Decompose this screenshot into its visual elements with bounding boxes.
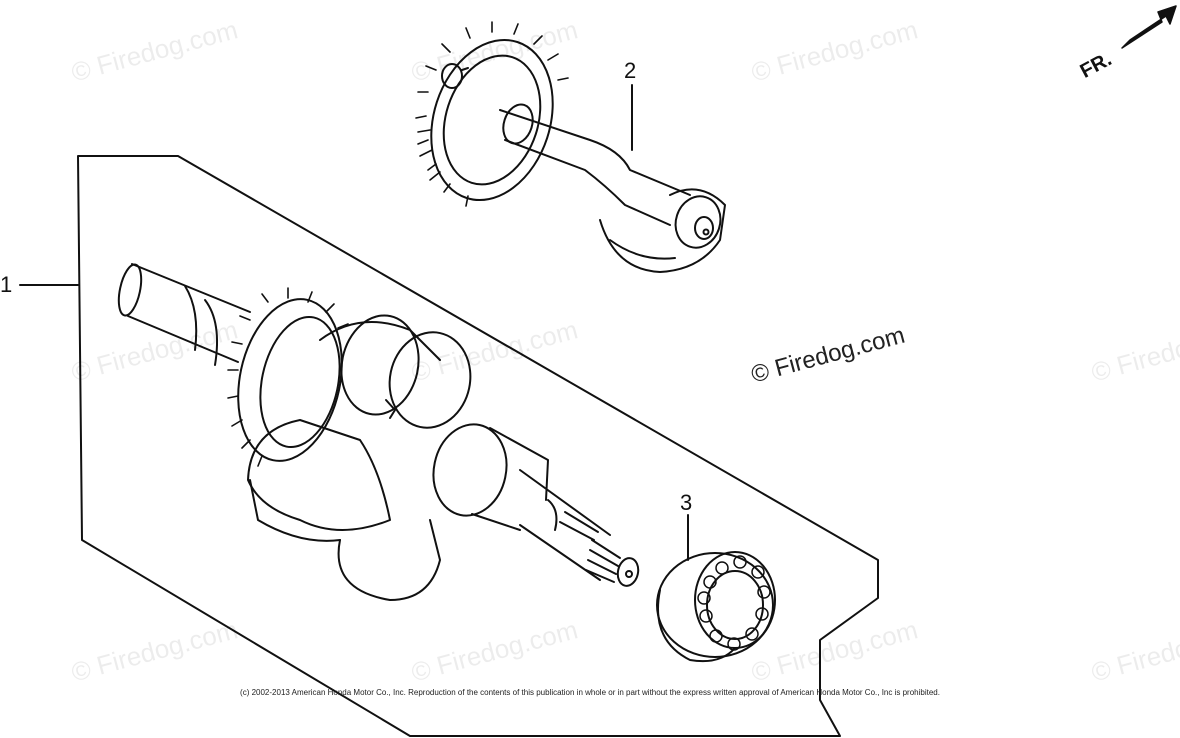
callout-part-2: 2 [624,58,637,83]
callout-part-1: 1 [0,272,13,297]
callout-part-3: 3 [680,490,693,515]
crankshaft [117,263,640,601]
arrow-upper-right-icon [1121,5,1177,49]
assembly-boundary-frame [77,155,879,737]
ball-bearing [656,514,776,663]
copyright-notice: (c) 2002-2013 American Honda Motor Co., … [240,688,940,697]
balancer-shaft [415,21,726,273]
